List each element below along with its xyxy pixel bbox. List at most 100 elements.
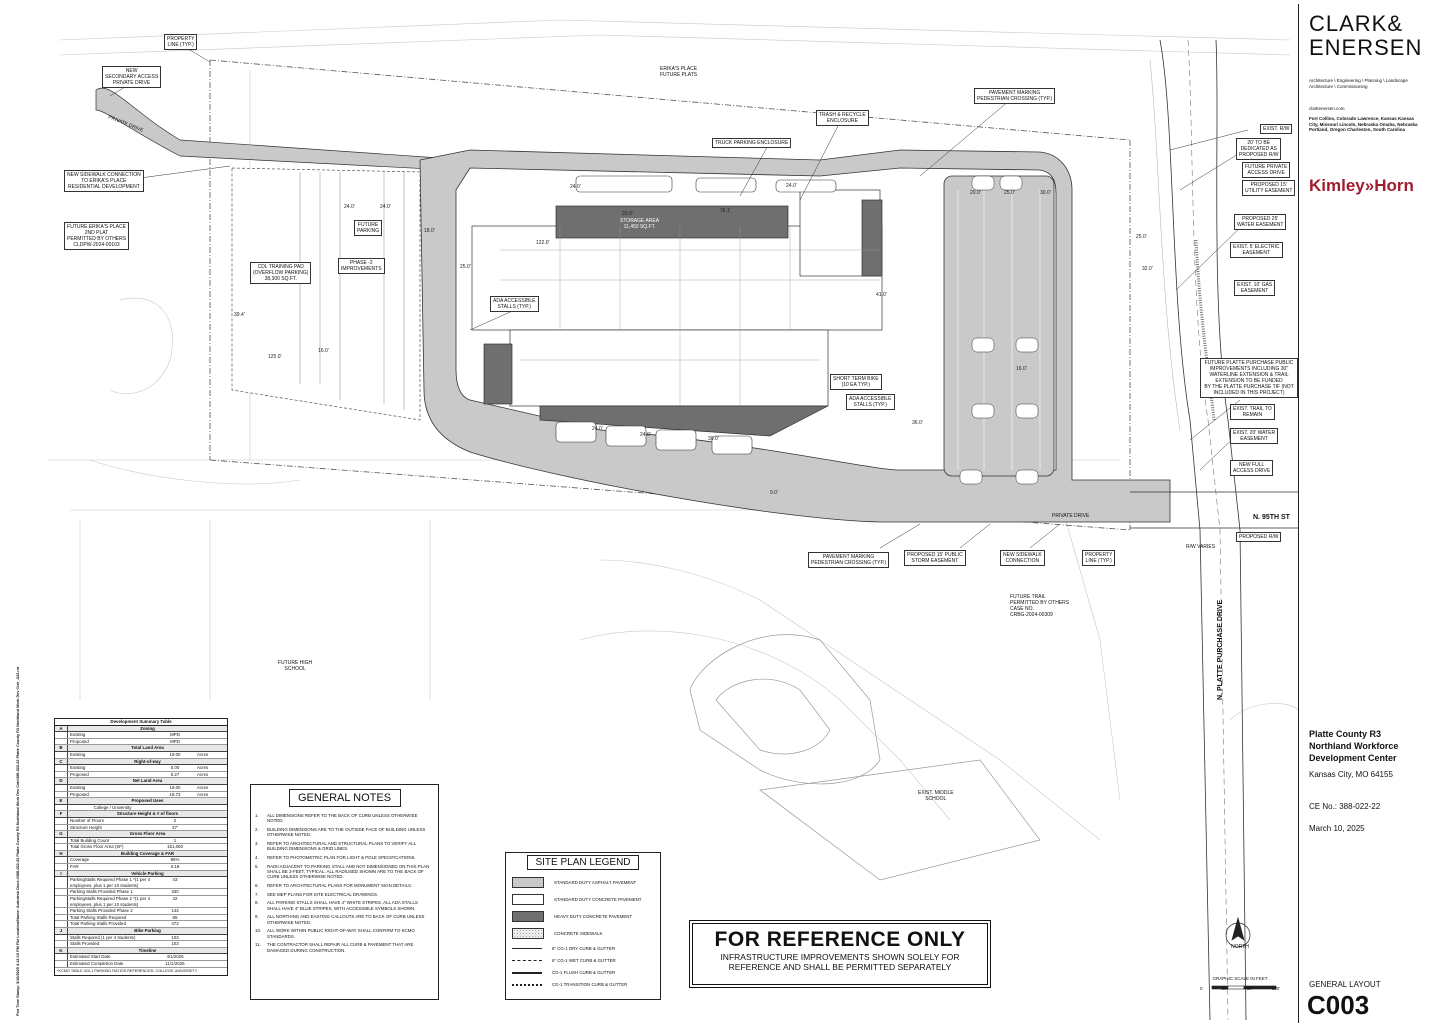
summary-row-key-cell (55, 817, 68, 824)
general-note-number: 8. (255, 900, 259, 906)
summary-section-key: H (55, 850, 68, 857)
summary-row-key-cell (55, 804, 68, 811)
summary-row-key-cell (55, 908, 68, 914)
summary-section-title: Vehicle Parking (131, 870, 164, 876)
summary-section-title: Net Land Area (132, 778, 163, 784)
legend-label: STANDARD DUTY ASPHALT PAVEMENT (554, 880, 637, 885)
summary-section-header: H Building Coverage & FAR (55, 850, 227, 858)
callout-future-erikas-2nd: FUTURE ERIKA'S PLACE 2ND PLAT PERMITTED … (64, 222, 130, 250)
general-note-text: ALL WORK WITHIN PUBLIC RIGHT-OF-WAY SHAL… (267, 928, 415, 939)
summary-row: ParkingStalls Required Phase 2 *(1 per 4… (55, 896, 227, 909)
general-note-text: REFER TO ARCHITECTURAL AND STRUCTURAL PL… (267, 841, 416, 852)
project-line-3: Development Center (1309, 753, 1397, 763)
summary-row: College / University (55, 804, 227, 812)
summary-row-key-cell (55, 914, 68, 921)
legend-item-sidewalk: CONCRETE SIDEWALK (512, 928, 602, 939)
road-label-95th: N. 95TH ST (1253, 514, 1291, 521)
general-note: 3. REFER TO ARCHITECTURAL AND STRUCTURAL … (255, 841, 432, 852)
svg-text:16.0': 16.0' (318, 348, 329, 354)
general-note-text: ALL DIMENSIONS REFER TO THE BACK OF CURB… (267, 813, 418, 824)
summary-row-key-cell (55, 771, 68, 778)
summary-row-unit (195, 889, 227, 895)
summary-row-key-cell (55, 921, 68, 927)
legend-title: SITE PLAN LEGEND (527, 855, 639, 870)
summary-section-title: Building Coverage & FAR (120, 850, 175, 856)
callout-future-private-access: FUTURE PRIVATE ACCESS DRIVE (1242, 162, 1291, 178)
sheet-title: GENERAL LAYOUT (1309, 980, 1381, 989)
east-islands (959, 175, 1039, 485)
summary-row: Total Gross Floor Area (SF)151,000 (55, 844, 227, 851)
legend-label: STANDARD DUTY CONCRETE PAVEMENT (554, 897, 642, 902)
callout-ada-east: ADA ACCESSIBLE STALLS (TYP.) (846, 394, 895, 410)
legend-label: 6" CG-1 WET CURB & GUTTER (552, 958, 616, 963)
general-note-text: ALL NORTHING AND EASTING CALLOUTS ARE TO… (267, 914, 425, 925)
summary-row-key-cell (55, 960, 68, 967)
callout-new-full-access: NEW FULL ACCESS DRIVE (1230, 460, 1274, 476)
general-note-number: 5. (255, 863, 259, 869)
legend-label: 6" CG-1 DRY CURB & GUTTER (552, 946, 616, 951)
summary-row-unit (195, 915, 227, 921)
east-stall-stripes (957, 190, 1041, 470)
summary-row-label: Coverage (70, 857, 90, 863)
scale-ticks: 0 25' 50' 100' (1200, 986, 1280, 991)
callout-cdl-pad: CDL TRAINING PAD (OVERFLOW PARKING) 38,3… (250, 262, 312, 284)
label-future-high-school: FUTURE HIGH SCHOOL (278, 660, 313, 672)
svg-text:25.0': 25.0' (1004, 190, 1015, 196)
svg-text:30.0': 30.0' (1040, 190, 1051, 196)
legend-item-transition-curb: CG-1 TRANSITION CURB & GUTTER (512, 982, 627, 987)
summary-row-value: 1 (173, 837, 177, 843)
project-line-1: Platte County R3 (1309, 729, 1382, 739)
summary-row-label: Proposed (70, 771, 89, 777)
callout-10ft-gas: EXIST. 10' GAS EASEMENT (1234, 280, 1276, 296)
school-parking-outline (689, 634, 1041, 881)
dimension-labels: 24.0'20.9'76.1' 24.0'122.0'41.0' 125.0'1… (234, 183, 1153, 496)
svg-text:24.0': 24.0' (786, 183, 797, 189)
summary-row-label: Stalls Required (1 per 4 students) (70, 934, 136, 940)
callout-bike: SHORT TERM BIKE (10 EA TYP.) (830, 374, 882, 390)
summary-row-key-cell (55, 844, 68, 850)
summary-row-label: Stalls Provided (70, 941, 100, 947)
summary-row-value: 0.27 (170, 771, 180, 777)
summary-row-label: Existing (70, 732, 86, 738)
issue-date: March 10, 2025 (1309, 824, 1365, 833)
callout-future-parking: FUTURE PARKING (354, 220, 383, 236)
summary-row-value: 472 (171, 921, 179, 927)
legend-label: CG-1 FLUSH CURB & GUTTER (552, 970, 616, 975)
summary-row-label: Proposed (70, 791, 89, 797)
callout-25ft-water: PROPOSED 25' WATER EASEMENT (1234, 214, 1287, 230)
summary-section-key: G (55, 831, 68, 837)
summary-row-unit (195, 935, 227, 941)
sheet-number: C003 (1307, 990, 1370, 1020)
label-erikas-place-future: ERIKA'S PLACE FUTURE PLATS (660, 66, 698, 78)
summary-row-key-cell (55, 837, 68, 844)
summary-row: ParkingStalls Required Phase 1 *(1 per 4… (55, 877, 227, 890)
site-plan-drawing: 24.0'20.9'76.1' 24.0'122.0'41.0' 125.0'1… (48, 19, 1298, 1021)
graphic-scale-caption: GRAPHIC SCALE IN FEET 0 25' 50' 100' (1200, 976, 1280, 991)
general-note-number: 4. (255, 855, 259, 860)
summary-row-unit (195, 896, 227, 907)
svg-text:9.0': 9.0' (770, 490, 778, 496)
summary-section-key: D (55, 778, 68, 784)
summary-section-key: A (55, 725, 68, 732)
summary-row-value: 85 (172, 914, 178, 920)
summary-section-title: Total Land Area (131, 745, 164, 751)
summary-section-header: B Total Land Area (55, 745, 227, 752)
summary-row-value: 4/1/2025 (166, 954, 184, 960)
general-note-text: SEE MEP PLANS FOR SITE ELECTRICAL DRAWIN… (267, 891, 379, 897)
general-note-number: 9. (255, 914, 259, 920)
general-note: 5.RADII ADJACENT TO PARKING STALL AND NO… (255, 864, 432, 880)
summary-section-key: B (55, 745, 68, 751)
general-note-number: 3. (255, 841, 259, 846)
scale-tick: 50' (1246, 986, 1253, 991)
building-room-grid (500, 226, 880, 406)
summary-row-value: 18.73 (169, 791, 181, 797)
